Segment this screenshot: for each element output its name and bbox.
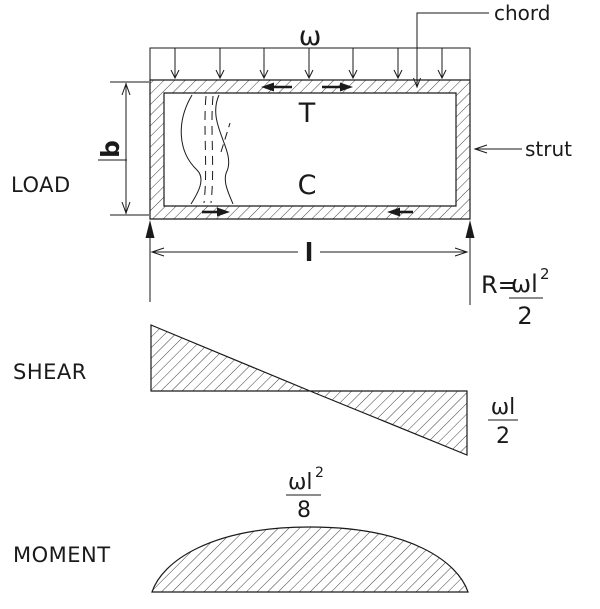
load-arrow	[348, 48, 358, 80]
load-arrow	[259, 48, 269, 80]
shear-positive-triangle	[150, 324, 311, 392]
reaction-exponent: 2	[540, 265, 550, 283]
shear-numerator: ωl	[491, 395, 516, 420]
right-reaction-arrow	[465, 220, 475, 305]
shear-denominator: 2	[496, 424, 510, 449]
moment-parabola	[151, 526, 469, 593]
load-arrow	[304, 48, 314, 80]
shear-peak-formula: ωl 2	[488, 395, 518, 449]
load-diagram: LOAD ω chord	[11, 1, 572, 330]
chord-leader-line	[413, 12, 489, 89]
chord-leader: chord	[413, 1, 550, 89]
deflection-dashed-line	[203, 95, 207, 204]
bottom-chord-force-arrows	[202, 207, 413, 217]
shear-negative-triangle	[309, 390, 468, 456]
distributed-load-arrows	[170, 48, 447, 80]
force-arrow-left	[261, 82, 292, 92]
diaphragm-walls	[149, 79, 471, 220]
load-extent-line	[149, 47, 471, 80]
strut-label: strut	[525, 137, 572, 161]
reaction-numerator: ωl	[511, 270, 538, 298]
load-arrow	[215, 48, 225, 80]
left-reaction-arrow	[145, 220, 155, 302]
moment-denominator: 8	[297, 498, 311, 523]
moment-numerator: ωl	[288, 470, 313, 495]
load-section-label: LOAD	[11, 173, 71, 197]
moment-exponent: 2	[315, 465, 324, 481]
force-arrow-right	[322, 82, 353, 92]
tension-label: T	[298, 98, 316, 129]
web-deflection-curves	[180, 94, 234, 205]
reaction-formula: R= ωl 2 2	[481, 265, 550, 330]
force-arrow-right	[387, 207, 413, 217]
span-dimension-line	[150, 247, 469, 257]
deflection-curve	[215, 94, 234, 205]
moment-peak-formula: ωl 2 8	[286, 465, 324, 523]
shear-section-label: SHEAR	[13, 360, 87, 384]
force-arrow-left	[202, 207, 230, 217]
strut-leader: strut	[473, 137, 572, 161]
moment-diagram: MOMENT ωl 2 8	[13, 465, 469, 593]
span-symbol: l	[305, 238, 314, 267]
span-dimension: l	[150, 238, 469, 267]
strut-leader-line	[473, 144, 522, 154]
compression-label: C	[298, 170, 317, 201]
chord-label: chord	[494, 1, 550, 25]
omega-load-symbol: ω	[299, 21, 322, 52]
top-chord-force-arrows	[261, 82, 353, 92]
reaction-denominator: 2	[517, 302, 532, 330]
moment-section-label: MOMENT	[13, 543, 111, 567]
depth-symbol: b	[96, 140, 125, 158]
depth-dimension-line	[121, 82, 131, 215]
depth-dimension: b	[96, 81, 149, 216]
load-arrow	[437, 48, 447, 80]
deflection-curve	[180, 94, 202, 205]
deflection-dash-tick	[220, 122, 231, 153]
reaction-lhs: R=	[481, 271, 518, 299]
load-arrow	[170, 48, 180, 80]
load-arrow	[393, 48, 403, 80]
shear-diagram: SHEAR ωl 2	[13, 324, 518, 456]
deflection-dashed-line	[210, 95, 214, 204]
